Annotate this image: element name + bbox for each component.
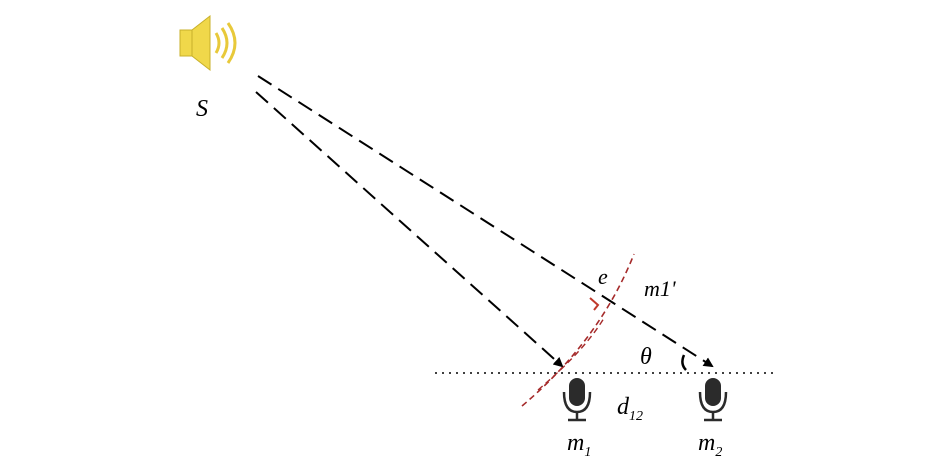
microphone-icon	[698, 378, 728, 422]
right-angle-marker	[589, 297, 600, 311]
mic1-label: m1	[567, 430, 591, 460]
distance-label: d12	[617, 394, 643, 424]
distance-label-sub: 12	[629, 409, 643, 424]
angle-arc	[681, 354, 687, 371]
projection-label: m1'	[644, 276, 676, 301]
path-difference-label: e	[598, 264, 608, 289]
source-label: S	[196, 96, 208, 122]
wavefront-arc-inner	[537, 317, 605, 391]
distance-label-base: d	[617, 394, 630, 420]
microphone-icon	[562, 378, 592, 422]
wavefront-arc	[521, 253, 635, 407]
mic2-label: m2	[698, 430, 722, 460]
mic2-label-base: m	[698, 430, 715, 456]
path-to-mic2	[257, 75, 714, 368]
speaker-icon	[179, 14, 237, 72]
mic1-label-sub: 1	[584, 445, 591, 460]
path-to-mic1	[255, 91, 564, 368]
mic1-label-base: m	[567, 430, 584, 456]
angle-label: θ	[640, 344, 652, 370]
mic2-label-sub: 2	[715, 445, 722, 460]
